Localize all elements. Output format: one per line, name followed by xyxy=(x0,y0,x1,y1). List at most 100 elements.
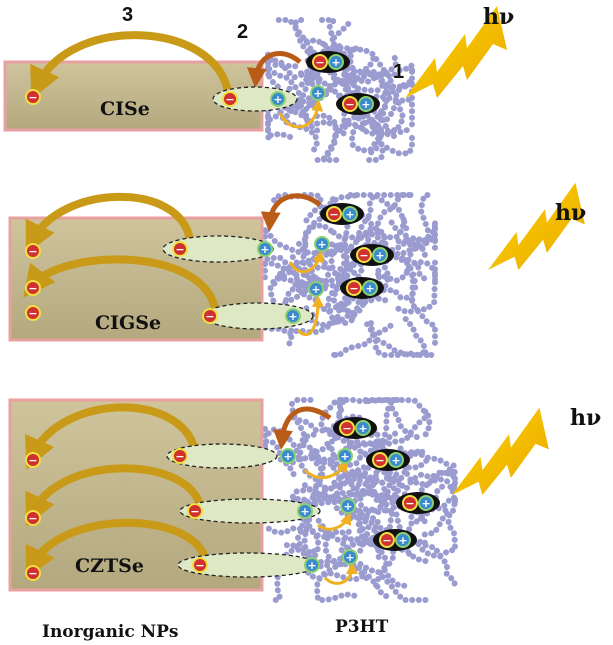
hole-icon: + xyxy=(372,247,388,263)
hole-icon: + xyxy=(280,448,296,464)
hole-icon: + xyxy=(304,557,320,573)
polymer-chain xyxy=(357,561,432,603)
electron-icon: − xyxy=(339,420,355,436)
polymer-chain xyxy=(296,431,344,492)
hole-icon: + xyxy=(355,420,371,436)
electron-icon: − xyxy=(222,91,238,107)
electron-icon: − xyxy=(192,557,208,573)
hole-transfer-arrow xyxy=(323,562,358,585)
svg-text:−: − xyxy=(405,497,414,510)
lightning-bolt-icon-2 xyxy=(488,182,585,270)
svg-text:−: − xyxy=(28,512,37,525)
polymer-chain xyxy=(348,123,414,154)
step-2-label: 2 xyxy=(237,21,248,43)
electron-icon: − xyxy=(172,241,188,257)
svg-text:−: − xyxy=(342,422,351,435)
polymer-chain xyxy=(288,397,312,444)
interface-charge-transfer-state xyxy=(166,443,278,469)
hole-icon: + xyxy=(257,241,273,257)
svg-text:−: − xyxy=(225,93,234,106)
electron-icon: − xyxy=(25,565,41,581)
svg-text:−: − xyxy=(28,282,37,295)
polymer-chain xyxy=(348,71,389,136)
electron-transfer-arrow xyxy=(25,192,194,255)
hole-icon: + xyxy=(395,532,411,548)
svg-text:+: + xyxy=(345,551,354,564)
svg-text:+: + xyxy=(317,238,326,251)
svg-text:−: − xyxy=(359,249,368,262)
polymer-chain xyxy=(395,254,438,316)
polymer-chain xyxy=(359,55,415,80)
hole-icon: + xyxy=(418,495,434,511)
polymer-chain xyxy=(274,267,351,315)
polymer-chain xyxy=(388,219,438,250)
interface-charge-transfer-state xyxy=(202,302,314,330)
polymer-chain xyxy=(421,460,459,538)
svg-text:+: + xyxy=(283,450,292,463)
svg-text:−: − xyxy=(349,282,358,295)
svg-text:+: + xyxy=(398,534,407,547)
electron-icon: − xyxy=(25,243,41,259)
electron-icon: − xyxy=(25,89,41,105)
material-label-cztse: CZTSe xyxy=(75,555,144,577)
polymer-chain xyxy=(402,448,456,494)
hole-icon: + xyxy=(308,281,324,297)
polymer-chain xyxy=(328,430,399,491)
polymer-chain xyxy=(314,561,359,603)
polymer-chain xyxy=(265,102,339,130)
hole-transfer-arrow xyxy=(288,250,325,274)
polymer-chain xyxy=(354,192,415,243)
step-1-label: 1 xyxy=(393,61,404,83)
svg-text:+: + xyxy=(311,283,320,296)
polymer-chain xyxy=(354,404,429,448)
polymer-chain xyxy=(384,75,415,123)
electron-icon: − xyxy=(326,206,342,222)
electron-icon: − xyxy=(202,308,218,324)
hole-transfer-arrow xyxy=(278,99,324,129)
electron-icon: − xyxy=(342,96,358,112)
material-label-cise: CISe xyxy=(100,98,150,120)
svg-text:−: − xyxy=(195,559,204,572)
polymer-chain xyxy=(331,322,394,358)
polymer-chain xyxy=(364,105,415,157)
light-label-2: hν xyxy=(555,200,586,226)
exciton-dissociation-arrow xyxy=(260,193,322,232)
svg-text:−: − xyxy=(28,91,37,104)
svg-text:−: − xyxy=(382,534,391,547)
svg-text:+: + xyxy=(421,497,430,510)
electron-icon: − xyxy=(25,510,41,526)
svg-text:+: + xyxy=(273,93,282,106)
inorganic-nps-label: Inorganic NPs xyxy=(42,622,179,642)
svg-text:+: + xyxy=(300,505,309,518)
electron-icon: − xyxy=(172,448,188,464)
svg-text:−: − xyxy=(175,450,184,463)
electron-icon: − xyxy=(187,503,203,519)
hole-icon: + xyxy=(285,308,301,324)
interface-charge-transfer-state xyxy=(179,498,321,524)
svg-text:+: + xyxy=(343,500,352,513)
electron-transfer-arrow xyxy=(25,464,204,527)
polymer-chain xyxy=(395,232,438,245)
svg-text:+: + xyxy=(288,310,297,323)
hole-transfer-arrow xyxy=(296,295,324,337)
polymer-chain xyxy=(356,521,412,590)
svg-text:+: + xyxy=(358,422,367,435)
polymer-chain xyxy=(376,71,415,128)
electron-transfer-arrow xyxy=(25,518,209,580)
polymer-chain xyxy=(364,321,431,359)
polymer-chain xyxy=(268,191,324,224)
polymer-chain xyxy=(362,192,415,249)
hole-icon: + xyxy=(358,96,374,112)
electron-icon: − xyxy=(356,247,372,263)
svg-text:−: − xyxy=(329,208,338,221)
light-label-3: hν xyxy=(570,405,601,431)
hole-icon: + xyxy=(270,91,286,107)
polymer-chain xyxy=(313,17,340,69)
electron-icon: − xyxy=(25,280,41,296)
polymer-chain xyxy=(379,397,404,444)
hole-icon: + xyxy=(340,498,356,514)
svg-text:+: + xyxy=(313,87,322,100)
svg-text:−: − xyxy=(28,307,37,320)
lightning-bolt-icon-3 xyxy=(452,407,549,495)
